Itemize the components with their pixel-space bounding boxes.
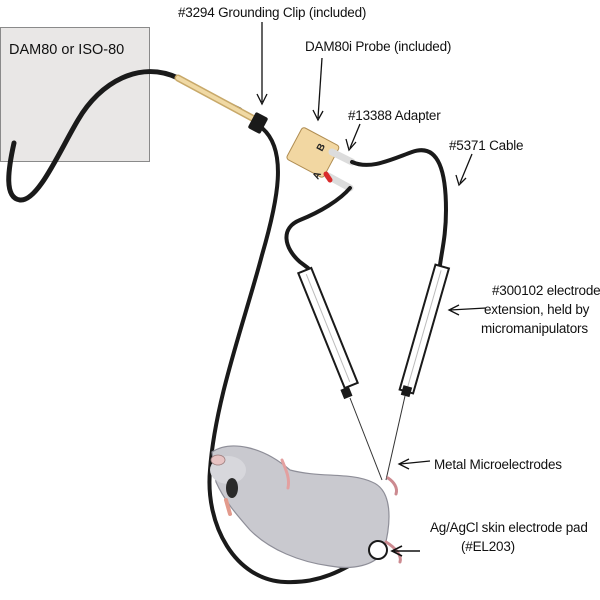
electrode-extension-left	[296, 266, 360, 390]
microelectrodes-label: Metal Microelectrodes	[434, 457, 562, 472]
grounding-clip-label: #3294 Grounding Clip (included)	[178, 5, 367, 20]
skin-pad-label-line2: (#EL203)	[461, 539, 515, 554]
recording-device: DAM80 or ISO-80	[0, 27, 150, 162]
dam80i-probe	[286, 127, 340, 178]
device-label: DAM80 or ISO-80	[9, 42, 125, 58]
adapter-pin-b	[328, 148, 356, 166]
extension-label-line3: micromanipulators	[481, 321, 588, 336]
extension-label-line1: #300102 electrode	[492, 283, 600, 298]
cable-left	[284, 186, 352, 270]
arrow-microelectrodes	[399, 460, 431, 465]
skin-pad-label-line1: Ag/AgCl skin electrode pad	[430, 520, 588, 535]
arrow-extension	[449, 307, 487, 311]
electrode-extension-right	[398, 263, 451, 395]
rat-subject	[210, 445, 402, 569]
probe-port-a-label: A	[311, 170, 324, 182]
arrow-cable	[459, 153, 473, 184]
skin-electrode-pad	[368, 540, 388, 560]
microelectrode-right	[385, 395, 406, 481]
probe-label: DAM80i Probe (included)	[305, 39, 452, 54]
cable-right	[350, 148, 449, 267]
grounding-loop-wire	[207, 126, 374, 585]
red-marker	[323, 171, 333, 183]
extension-label-line2: extension, held by	[484, 302, 590, 317]
arrow-adapter	[349, 123, 361, 149]
microelectrode-left	[349, 397, 383, 481]
cable-label: #5371 Cable	[449, 138, 524, 153]
adapter-label: #13388 Adapter	[348, 108, 441, 123]
probe-port-b-label: B	[315, 142, 328, 154]
arrow-probe	[317, 57, 323, 119]
